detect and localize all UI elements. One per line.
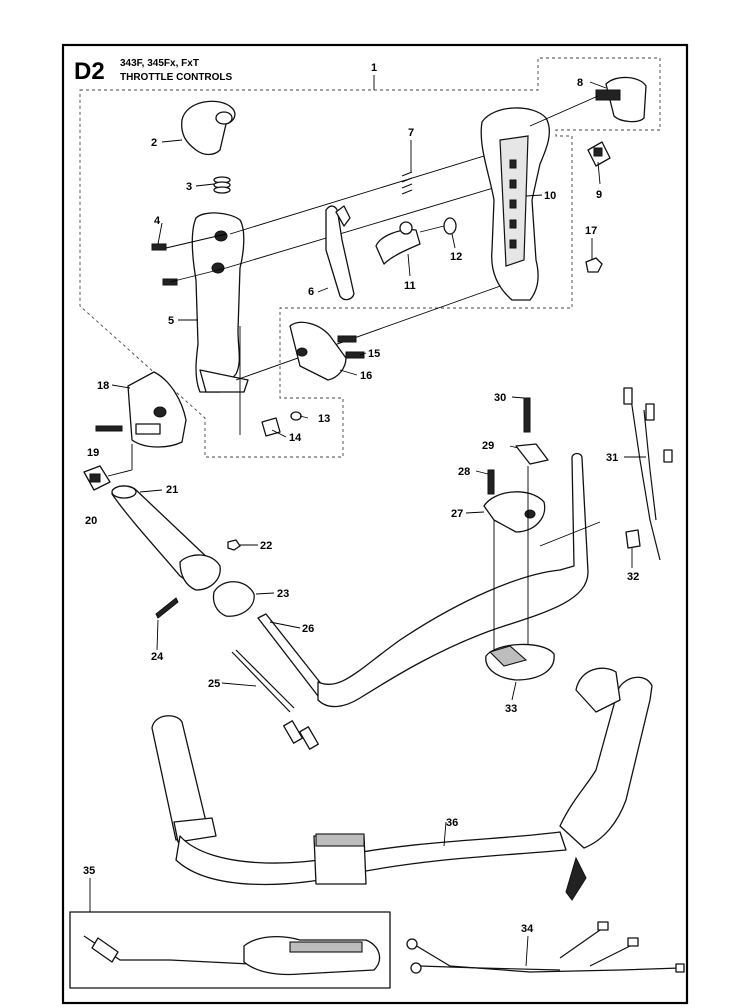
callout-13: 13	[318, 413, 330, 425]
callout-18: 18	[97, 380, 109, 392]
callout-15: 15	[368, 348, 380, 360]
handle-cap-part	[181, 100, 236, 156]
callout-35: 35	[83, 865, 95, 877]
callout-6: 6	[308, 286, 314, 298]
callout-9: 9	[596, 189, 602, 201]
screw-19-part	[95, 425, 123, 432]
nut-17-part	[585, 257, 603, 273]
clip-20-part	[83, 465, 111, 491]
clamp-23-part	[212, 581, 255, 617]
nut-22-part	[227, 539, 241, 551]
harness-31-part	[623, 387, 673, 561]
lever-11-part	[375, 221, 445, 265]
handlebar-part	[317, 452, 589, 708]
ring-12-part	[443, 217, 457, 235]
callout-23: 23	[277, 588, 289, 600]
callout-22: 22	[260, 540, 272, 552]
callout-10: 10	[544, 190, 556, 202]
right-handle-part	[480, 107, 550, 301]
callout-31: 31	[606, 452, 618, 464]
callout-20: 20	[85, 515, 97, 527]
callout-33: 33	[505, 703, 517, 715]
throttle-trigger-part	[325, 205, 355, 301]
harness-34-part	[406, 921, 685, 974]
screw-28-part	[487, 469, 495, 495]
spring-part	[213, 176, 231, 194]
callout-2: 2	[151, 137, 157, 149]
callout-29: 29	[482, 440, 494, 452]
screw-24-part	[155, 597, 179, 619]
stop-switch-8-part	[529, 76, 647, 127]
callout-1: 1	[371, 62, 377, 74]
callout-21: 21	[166, 484, 178, 496]
callout-26: 26	[302, 623, 314, 635]
diagram-border	[61, 43, 689, 1005]
callout-28: 28	[458, 466, 470, 478]
cruise-lever-16-part	[289, 321, 347, 381]
screw-30-part	[523, 397, 531, 433]
callout-25: 25	[208, 678, 220, 690]
screw-15-part	[337, 335, 365, 359]
cable-25-part	[231, 649, 319, 750]
callout-3: 3	[186, 181, 192, 193]
washer-13-part	[290, 411, 302, 421]
clamp-27-part	[483, 491, 546, 533]
callout-27: 27	[451, 508, 463, 520]
clamp-29-part	[515, 443, 549, 465]
callout-12: 12	[450, 251, 462, 263]
spring-7-part	[401, 171, 413, 195]
callout-36: 36	[446, 817, 458, 829]
section-code: D2	[74, 58, 105, 85]
callout-30: 30	[494, 392, 506, 404]
callout-4: 4	[154, 215, 161, 227]
callout-24: 24	[151, 651, 164, 663]
clamp-33-part	[485, 643, 555, 681]
callout-19: 19	[87, 447, 99, 459]
callout-14: 14	[289, 432, 302, 444]
switch-9-part	[587, 141, 611, 167]
model-list: 343F, 345Fx, FxT	[120, 58, 199, 69]
clip-32-part	[625, 529, 641, 549]
section-title: THROTTLE CONTROLS	[120, 72, 233, 83]
inset-assembly-part	[83, 935, 381, 976]
callout-32: 32	[627, 571, 639, 583]
callout-16: 16	[360, 370, 372, 382]
callout-17: 17	[585, 225, 597, 237]
housing-18-part	[127, 371, 187, 448]
assembly-outline-1	[79, 57, 661, 458]
assembled-handle-36-part	[151, 667, 653, 901]
clip-14-part	[261, 417, 281, 437]
callout-11: 11	[404, 280, 416, 292]
callout-8: 8	[577, 77, 583, 89]
callout-7: 7	[408, 127, 414, 139]
screw-4-part	[151, 243, 167, 251]
left-handle-part	[191, 212, 249, 393]
callout-5: 5	[168, 315, 174, 327]
grip-21-part	[111, 485, 221, 591]
callout-34: 34	[521, 923, 534, 935]
